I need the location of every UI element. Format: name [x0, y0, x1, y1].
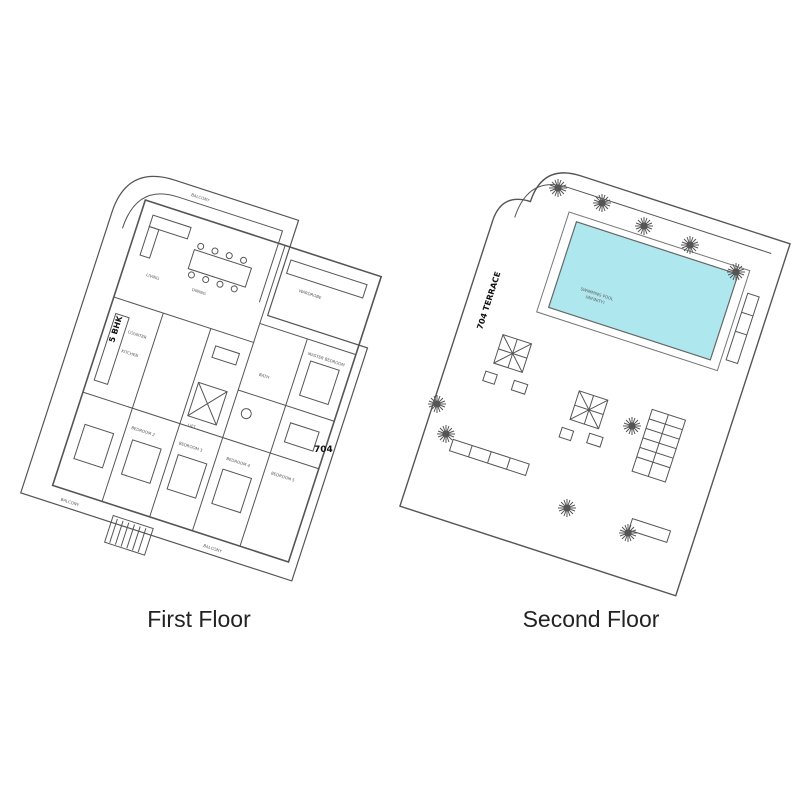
first-floor-plan: LIVING DINING WARDROBE BATH COUNTER KITC… [19, 175, 383, 582]
room-label-counter: COUNTER [127, 329, 147, 340]
room-label-living: LIVING [146, 272, 160, 281]
balcony-label-top: BALCONY [191, 192, 211, 203]
room-label-lift: LIFT [187, 422, 197, 429]
entrance-stairs [103, 514, 154, 556]
balcony-label-bottom: BALCONY [60, 497, 80, 508]
palm-trees [428, 179, 745, 542]
staircase [631, 408, 687, 483]
terrace-outline [399, 172, 791, 597]
balcony-outline [19, 175, 369, 582]
balcony-label-right: BALCONY [203, 543, 223, 554]
room-label-kitchen: KITCHEN [121, 348, 139, 358]
room-label-dining: DINING [191, 287, 206, 296]
room-label-bedroom5: BEDROOM 5 [270, 470, 295, 483]
first-floor-caption: First Floor [147, 606, 251, 632]
apartment-walls [51, 199, 383, 563]
terrace-label: 704 TERRACE [475, 271, 502, 331]
room-label-bedroom4: BEDROOM 4 [226, 456, 251, 469]
room-label-bedroom2: BEDROOM 2 [131, 425, 156, 438]
room-label-wardrobe: WARDROBE [298, 288, 322, 300]
room-label-bedroom3: BEDROOM 3 [178, 440, 203, 453]
pool-sub-label: (INFINITY) [585, 294, 606, 305]
room-label-bath: BATH [258, 372, 270, 380]
second-floor-caption: Second Floor [522, 606, 660, 632]
umbrella-left [493, 333, 533, 374]
unit-number-label: 704 [314, 445, 333, 455]
swimming-pool [547, 221, 739, 361]
umbrella-right [569, 390, 609, 430]
second-floor-plan [399, 172, 791, 597]
room-label-master: MASTER BEDROOM [307, 351, 346, 368]
